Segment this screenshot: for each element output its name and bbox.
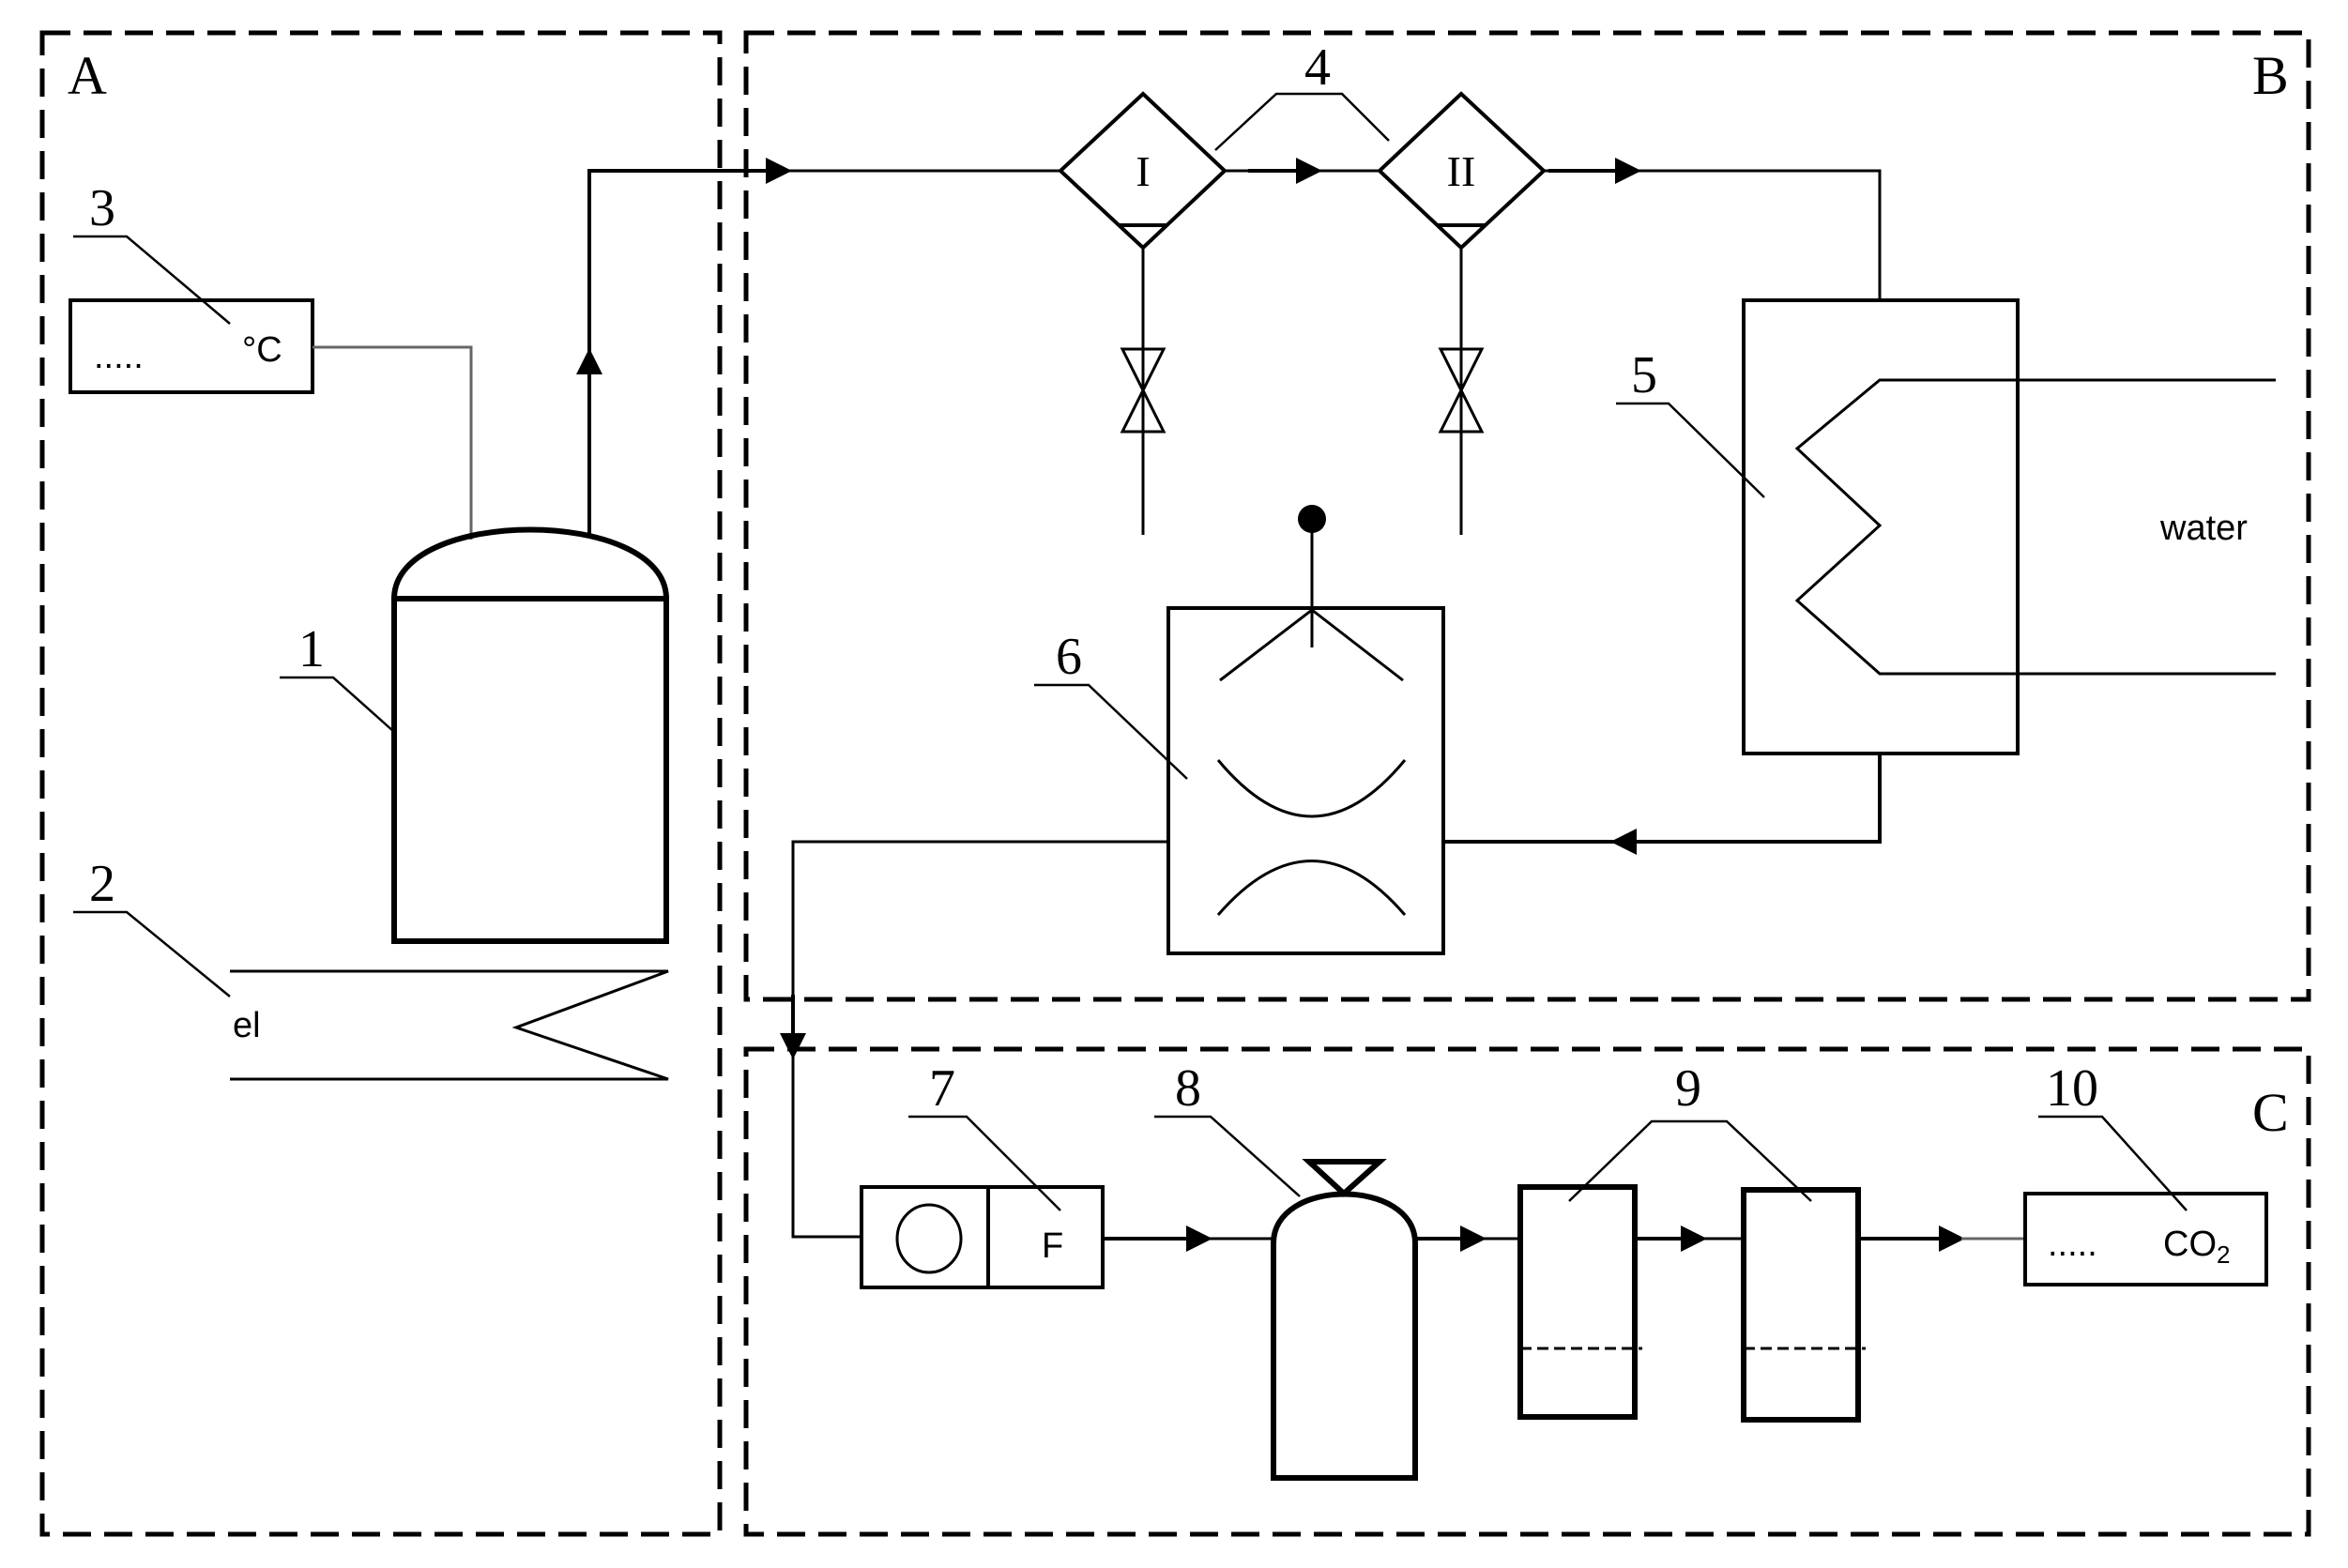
leader-10 <box>2038 1115 2188 1211</box>
trap-2-label: II <box>1447 147 1476 195</box>
absorber-2 <box>1741 1187 1861 1423</box>
leader-6 <box>1034 683 1188 780</box>
separator-body <box>1166 606 1445 955</box>
thermometer-wire <box>313 345 473 540</box>
number-7: 7 <box>929 1059 955 1118</box>
trap-1-valve <box>1120 347 1166 434</box>
separator-knob <box>1298 505 1326 533</box>
cooling-water-label: water <box>2159 509 2248 548</box>
reactor-outlet-pipe <box>587 169 777 535</box>
co2-analyzer <box>2023 1192 2268 1286</box>
reactor-vessel <box>391 596 669 944</box>
gas-cylinder <box>1271 1191 1418 1481</box>
leader-8 <box>1154 1115 1301 1197</box>
reactor-dome <box>391 526 669 600</box>
separator-baffle-top <box>1216 759 1407 818</box>
leader-7 <box>908 1115 1061 1211</box>
separator-baffle-bottom <box>1216 860 1407 916</box>
leader-1 <box>280 676 395 733</box>
number-2: 2 <box>89 855 115 913</box>
section-a-box <box>39 30 723 1537</box>
number-8: 8 <box>1175 1059 1201 1118</box>
thermometer-unit: °C <box>242 330 282 370</box>
analyzer-dots: ..... <box>2048 1225 2097 1264</box>
leader-3 <box>73 235 231 325</box>
number-9: 9 <box>1675 1059 1701 1118</box>
section-c-label: C <box>2252 1082 2289 1143</box>
leader-9 <box>1568 1119 1812 1202</box>
heater-label: el <box>233 1006 261 1045</box>
separator-to-c-pipe <box>791 840 1168 1239</box>
condenser-coil <box>1794 378 2276 676</box>
leader-2 <box>73 910 231 997</box>
thermometer-dots: ..... <box>94 337 144 376</box>
section-a-label: A <box>68 45 107 106</box>
flowmeter-label: F <box>1042 1226 1063 1266</box>
number-3: 3 <box>89 179 115 237</box>
leader-5 <box>1616 402 1765 498</box>
trap-1-label: I <box>1136 147 1150 195</box>
number-5: 5 <box>1631 346 1657 404</box>
cylinder-valve <box>1302 1159 1387 1198</box>
condenser-to-separator-pipe <box>1443 754 1882 844</box>
number-10: 10 <box>2046 1059 2098 1118</box>
flowmeter-dial <box>895 1203 963 1274</box>
leader-4 <box>1214 92 1390 151</box>
separator-spray <box>1219 608 1404 682</box>
analyzer-gas-subscript: 2 <box>2217 1241 2230 1269</box>
absorber-1 <box>1517 1184 1638 1420</box>
trap-2-valve <box>1438 347 1485 434</box>
section-c-box <box>743 1046 2311 1537</box>
gas-line-to-condenser <box>1544 169 1882 300</box>
analyzer-gas-main: CO <box>2163 1225 2217 1264</box>
condenser-body <box>1742 298 2020 755</box>
analyzer-gas-label: CO2 <box>2163 1225 2230 1269</box>
section-b-box <box>743 30 2311 1002</box>
number-6: 6 <box>1056 628 1082 686</box>
section-b-label: B <box>2252 45 2289 106</box>
heater-coil <box>230 969 669 1081</box>
number-4: 4 <box>1304 38 1331 97</box>
number-1: 1 <box>298 620 325 678</box>
